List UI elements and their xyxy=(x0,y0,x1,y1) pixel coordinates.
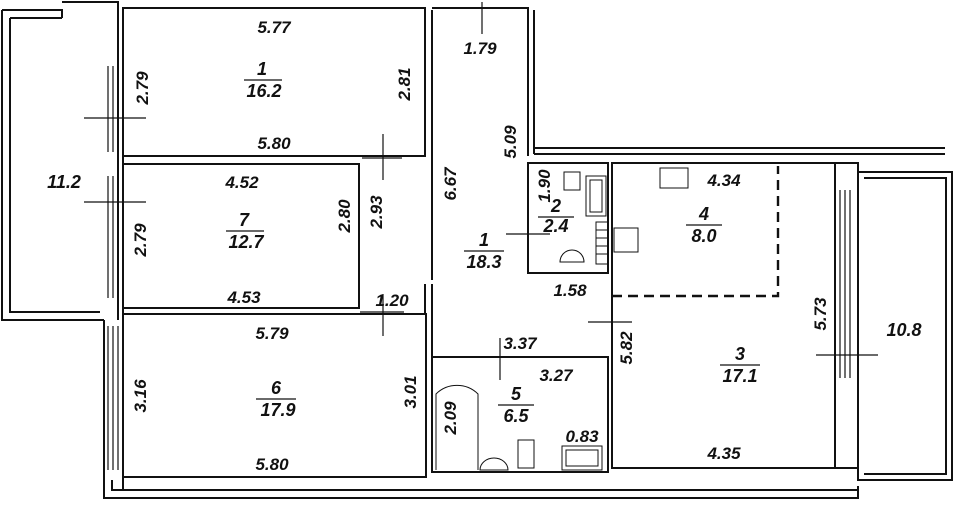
room-3-area: 17.1 xyxy=(722,366,757,386)
dim-r5-top: 3.27 xyxy=(539,366,574,385)
room-6-number: 6 xyxy=(271,378,282,398)
dim-r7-bottom: 4.53 xyxy=(226,288,261,307)
room-2-number: 2 xyxy=(550,196,561,216)
dim-r8-left: 2.79 xyxy=(133,71,152,106)
dim-r8-right: 2.81 xyxy=(395,67,414,101)
dim-r8-top: 5.77 xyxy=(257,18,292,37)
fixtures xyxy=(435,167,689,471)
door-marks xyxy=(84,2,878,380)
dim-r6-left: 3.16 xyxy=(131,379,150,413)
room-1-number: 1 xyxy=(479,230,489,250)
dim-corridor-top: 1.79 xyxy=(463,39,497,58)
dim-r8-bottom: 5.80 xyxy=(257,134,291,153)
dim-corridor-right: 5.09 xyxy=(501,125,520,159)
dim-r7-top: 4.52 xyxy=(224,173,259,192)
room-2-area: 2.4 xyxy=(542,216,568,236)
dim-r3-left: 5.82 xyxy=(617,331,636,365)
room-labels: 1 16.2 7 12.7 6 17.9 1 18.3 2 2.4 4 8.0 … xyxy=(47,59,921,426)
dim-r5-left: 2.09 xyxy=(441,401,460,436)
room-4-area: 8.0 xyxy=(691,226,716,246)
dim-r3-right: 5.73 xyxy=(811,297,830,331)
dim-r5-small: 0.83 xyxy=(565,427,599,446)
dim-corridor-left: 6.67 xyxy=(441,166,460,201)
dim-r6-top: 5.79 xyxy=(255,324,289,343)
dim-r7-left: 2.79 xyxy=(131,223,150,258)
walls xyxy=(1,1,953,499)
room-7-area: 12.7 xyxy=(228,232,264,252)
room-3-number: 3 xyxy=(735,344,745,364)
room-4-number: 4 xyxy=(698,204,709,224)
dim-door-width: 1.20 xyxy=(375,291,409,310)
windows xyxy=(107,66,851,470)
room-5-area: 6.5 xyxy=(503,406,529,426)
room-6-area: 17.9 xyxy=(260,400,295,420)
room-1-area: 18.3 xyxy=(466,252,501,272)
room-5-number: 5 xyxy=(511,384,522,404)
room-8-number: 1 xyxy=(257,59,267,79)
dim-r4-top: 4.34 xyxy=(706,171,741,190)
room-7-number: 7 xyxy=(239,210,250,230)
dimension-labels: 5.77 5.80 2.79 2.81 4.52 4.53 2.79 2.80 … xyxy=(131,18,830,474)
dim-r3-bottom: 4.35 xyxy=(706,444,741,463)
dim-r2-side: 1.90 xyxy=(535,169,554,203)
dim-corridor-mid: 2.93 xyxy=(367,195,386,230)
dim-r6-right: 3.01 xyxy=(401,375,420,408)
room-4-boundary xyxy=(612,166,780,298)
dim-r6-bottom: 5.80 xyxy=(255,455,289,474)
room-8-area: 16.2 xyxy=(246,81,281,101)
dim-r2-bottom: 1.58 xyxy=(553,281,587,300)
right-balcony-area: 10.8 xyxy=(886,320,921,340)
dim-r7-right: 2.80 xyxy=(335,199,354,234)
dim-r5-top-outer: 3.37 xyxy=(503,334,538,353)
left-balcony-area: 11.2 xyxy=(47,172,81,192)
